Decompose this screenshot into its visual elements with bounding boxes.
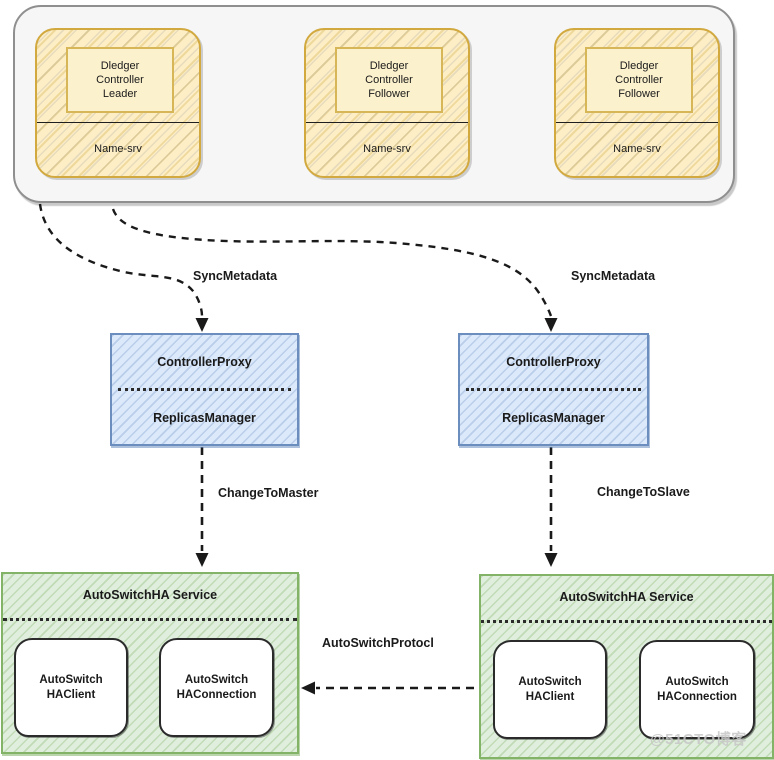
controller-proxy-label: ControllerProxy: [157, 354, 252, 369]
service-divider: [3, 618, 297, 621]
node-divider: [37, 122, 199, 123]
sync-edge-right: [111, 208, 553, 317]
edge-label-sync-metadata-right: SyncMetadata: [571, 269, 656, 283]
controller-cluster-container: Dledger Controller Leader Name-srv Dledg…: [13, 5, 735, 203]
edge-label-change-to-slave: ChangeToSlave: [597, 485, 690, 499]
controller-node-follower-2: Dledger Controller Follower Name-srv: [554, 28, 720, 178]
controller-proxy-box-left: ControllerProxy ReplicasManager: [110, 333, 299, 446]
autoswitch-ha-service-right: AutoSwitchHA Service AutoSwitch HAClient…: [479, 574, 774, 759]
node-divider: [306, 122, 468, 123]
name-srv-label: Name-srv: [613, 143, 661, 155]
edge-label-autoswitch-protocol: AutoSwitchProtocl: [322, 636, 434, 650]
proxy-divider: [465, 388, 642, 391]
sync-edge-left: [38, 203, 204, 317]
name-srv-label: Name-srv: [94, 143, 142, 155]
ha-client-box: AutoSwitch HAClient: [14, 638, 128, 737]
arrowhead-down: [544, 553, 558, 567]
replicas-manager-label: ReplicasManager: [502, 410, 605, 425]
arrowhead-left: [301, 681, 315, 695]
ha-connection-box: AutoSwitch HAConnection: [639, 640, 755, 739]
service-title: AutoSwitchHA Service: [559, 590, 694, 604]
arrowhead-down: [195, 318, 209, 332]
ha-connection-box: AutoSwitch HAConnection: [159, 638, 274, 737]
service-title: AutoSwitchHA Service: [82, 588, 218, 602]
arrowhead-down: [195, 553, 209, 567]
edge-label-change-to-master: ChangeToMaster: [218, 486, 319, 500]
controller-node-follower-1: Dledger Controller Follower Name-srv: [304, 28, 470, 178]
watermark: @51CTO博客: [650, 731, 747, 748]
edge-label-sync-metadata-left: SyncMetadata: [193, 269, 278, 283]
controller-proxy-label: ControllerProxy: [506, 354, 601, 369]
replicas-manager-label: ReplicasManager: [153, 410, 256, 425]
proxy-divider: [117, 388, 292, 391]
controller-proxy-box-right: ControllerProxy ReplicasManager: [458, 333, 649, 446]
service-divider: [481, 620, 772, 623]
name-srv-label: Name-srv: [363, 143, 411, 155]
controller-node-title: Dledger Controller Follower: [335, 47, 443, 113]
arrowhead-down: [544, 318, 558, 332]
ha-client-box: AutoSwitch HAClient: [493, 640, 607, 739]
autoswitch-ha-service-left: AutoSwitchHA Service AutoSwitch HAClient…: [1, 572, 299, 754]
controller-node-leader: Dledger Controller Leader Name-srv: [35, 28, 201, 178]
node-divider: [556, 122, 718, 123]
controller-node-title: Dledger Controller Follower: [585, 47, 693, 113]
controller-node-title: Dledger Controller Leader: [66, 47, 174, 113]
